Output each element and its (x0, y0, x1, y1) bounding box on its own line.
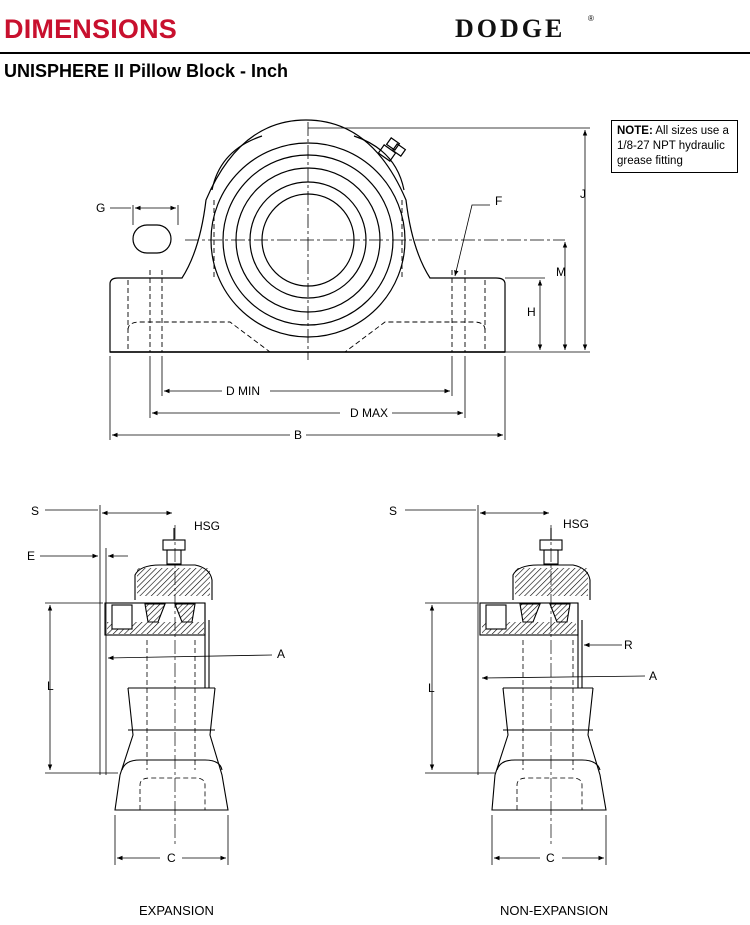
label-l: L (428, 681, 435, 695)
note-text: All sizes use a 1/8-27 NPT hydraulic gre… (617, 125, 729, 167)
label-b: B (294, 428, 302, 442)
header-rule (0, 52, 750, 54)
bolt-slot (132, 224, 172, 254)
housing-outline (109, 119, 506, 353)
caption-non-expansion: NON-EXPANSION (500, 903, 609, 918)
hidden-lines (127, 200, 486, 353)
grease-fitting (377, 137, 407, 162)
label-l: L (47, 679, 54, 693)
label-d-max: D MAX (350, 406, 388, 420)
label-j: J (580, 187, 586, 201)
label-e: E (27, 549, 35, 563)
center-lines (185, 122, 565, 360)
label-m: M (556, 265, 566, 279)
front-view-pillow-block (109, 119, 565, 360)
non-expansion-dimensions (405, 505, 646, 865)
label-s: S (31, 504, 39, 518)
label-c: C (546, 851, 555, 865)
grease-fitting-note: NOTE: All sizes use a 1/8-27 NPT hydraul… (611, 120, 738, 173)
page-title: DIMENSIONS (4, 14, 178, 44)
label-d-min: D MIN (226, 384, 260, 398)
label-g: G (96, 201, 105, 215)
label-c: C (167, 851, 176, 865)
non-expansion-side-view (479, 525, 607, 845)
label-s: S (389, 504, 397, 518)
expansion-side-view (104, 525, 229, 845)
grease-fitting (162, 528, 186, 565)
label-f: F (495, 194, 502, 208)
dodge-logo: DODGE (455, 14, 566, 43)
expansion-dimensions (40, 505, 273, 865)
label-h: H (527, 305, 536, 319)
label-r: R (624, 638, 633, 652)
label-a: A (277, 647, 285, 661)
label-hsg: HSG (563, 517, 589, 531)
caption-expansion: EXPANSION (139, 903, 214, 918)
registered-mark: ® (588, 14, 594, 23)
page-subtitle: UNISPHERE II Pillow Block - Inch (4, 61, 289, 81)
pedestal (114, 687, 229, 811)
label-a: A (649, 669, 657, 683)
note-label: NOTE: (617, 125, 653, 137)
front-view-dimensions (109, 127, 590, 440)
label-hsg: HSG (194, 519, 220, 533)
pedestal (491, 687, 607, 811)
